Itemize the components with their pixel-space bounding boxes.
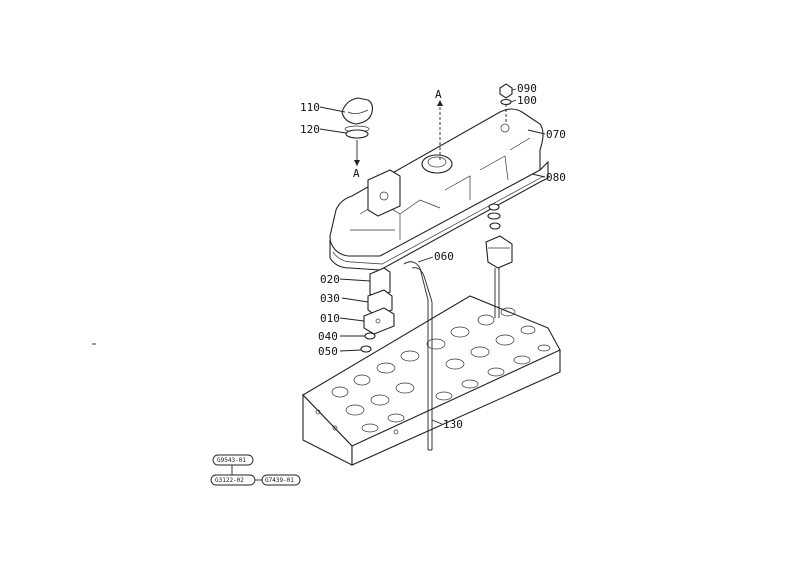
label-arrow-a-left: A xyxy=(353,167,360,180)
label-110: 110 xyxy=(300,101,320,114)
label-070: 070 xyxy=(546,128,566,141)
label-040: 040 xyxy=(318,330,338,343)
ref-bubble-3 xyxy=(261,474,301,486)
label-050: 050 xyxy=(318,345,338,358)
label-arrow-a-top: A xyxy=(435,88,442,101)
label-090: 090 xyxy=(517,82,537,95)
bolt-040 xyxy=(364,332,376,340)
breather-pipe xyxy=(403,261,433,451)
reference-codes: G9543-01 G3122-02 G7439-01 xyxy=(210,454,301,486)
arrow-a-top xyxy=(437,100,443,160)
ref-bubble-1 xyxy=(212,454,254,466)
arrow-a-left xyxy=(354,140,360,166)
ref-code-1: G9543-01 xyxy=(217,457,246,464)
label-100: 100 xyxy=(517,94,537,107)
label-020: 020 xyxy=(320,273,340,286)
ref-code-3: G7439-01 xyxy=(265,477,294,484)
washer-100 xyxy=(500,98,512,124)
label-060: 060 xyxy=(434,250,454,263)
label-120: 120 xyxy=(300,123,320,136)
o-ring-120 xyxy=(345,129,369,139)
leader-lines xyxy=(319,88,546,425)
cover-stud-assembly xyxy=(485,203,513,318)
label-080: 080 xyxy=(546,171,566,184)
cylinder-head xyxy=(302,295,561,466)
nut-090 xyxy=(499,83,513,99)
ref-code-2: G3122-02 xyxy=(215,477,244,484)
label-030: 030 xyxy=(320,292,340,305)
label-010: 010 xyxy=(320,312,340,325)
valve-cover xyxy=(329,108,549,271)
oil-filler-cap xyxy=(341,97,374,133)
washer-050 xyxy=(360,345,372,353)
breather-plate-010 xyxy=(363,307,395,335)
label-130: 130 xyxy=(443,418,463,431)
